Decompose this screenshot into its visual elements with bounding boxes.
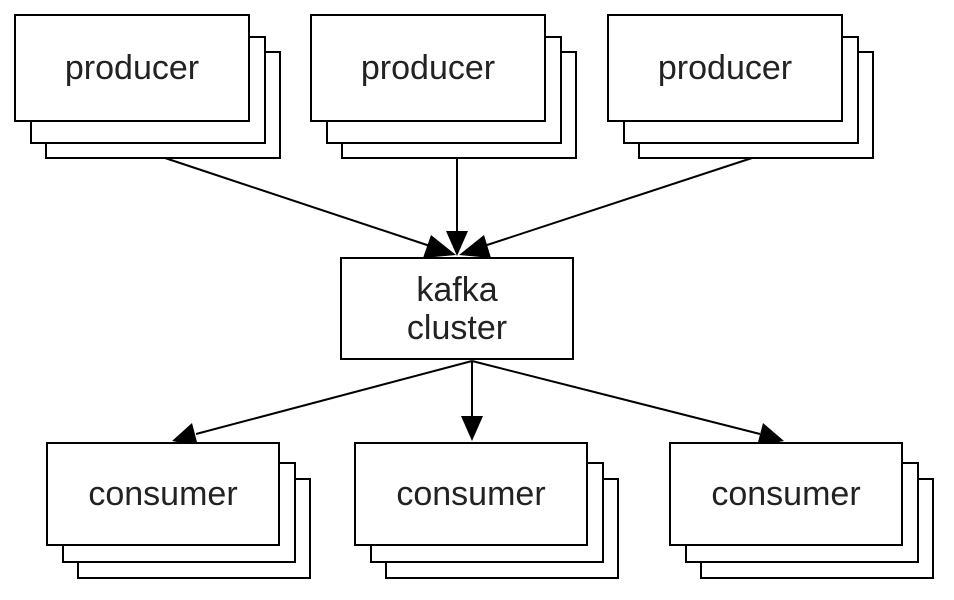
- producer-box-1: [14, 14, 250, 122]
- kafka-cluster-node: kafka cluster: [340, 257, 574, 360]
- producer-box-2: [310, 14, 546, 122]
- edge-producer-1-to-cluster: [164, 157, 431, 247]
- consumer-box-1: [46, 442, 280, 546]
- edge-cluster-to-consumer-1: [195, 360, 473, 435]
- producer-box-3: [607, 14, 843, 122]
- kafka-cluster-box: [340, 257, 574, 360]
- arrowhead-producer-3: [459, 235, 491, 258]
- arrowhead-consumer-2: [461, 416, 483, 441]
- producer-label-3: producer: [658, 49, 792, 87]
- producer-node-3: producer: [607, 14, 874, 159]
- producer-label-2: producer: [361, 49, 495, 87]
- arrowhead-consumer-3: [757, 423, 784, 446]
- edge-producer-3-to-cluster: [483, 157, 753, 247]
- consumer-label-1: consumer: [88, 475, 237, 513]
- consumer-label-3: consumer: [711, 475, 860, 513]
- consumer-box-3: [669, 442, 903, 546]
- consumer-box-2: [354, 442, 588, 546]
- consumer-node-3: consumer: [669, 442, 934, 579]
- edge-cluster-to-consumer-3: [471, 360, 761, 435]
- consumer-node-2: consumer: [354, 442, 619, 579]
- consumer-label-2: consumer: [396, 475, 545, 513]
- producer-node-2: producer: [310, 14, 577, 159]
- kafka-cluster-line-1: kafka: [416, 271, 497, 309]
- producer-node-1: producer: [14, 14, 281, 159]
- kafka-cluster-line-2: cluster: [407, 309, 507, 347]
- arrowhead-producer-1: [423, 235, 456, 258]
- arrowhead-producer-2: [446, 231, 468, 256]
- consumer-node-1: consumer: [46, 442, 311, 579]
- producer-label-1: producer: [65, 49, 199, 87]
- arrowhead-consumer-1: [172, 423, 198, 446]
